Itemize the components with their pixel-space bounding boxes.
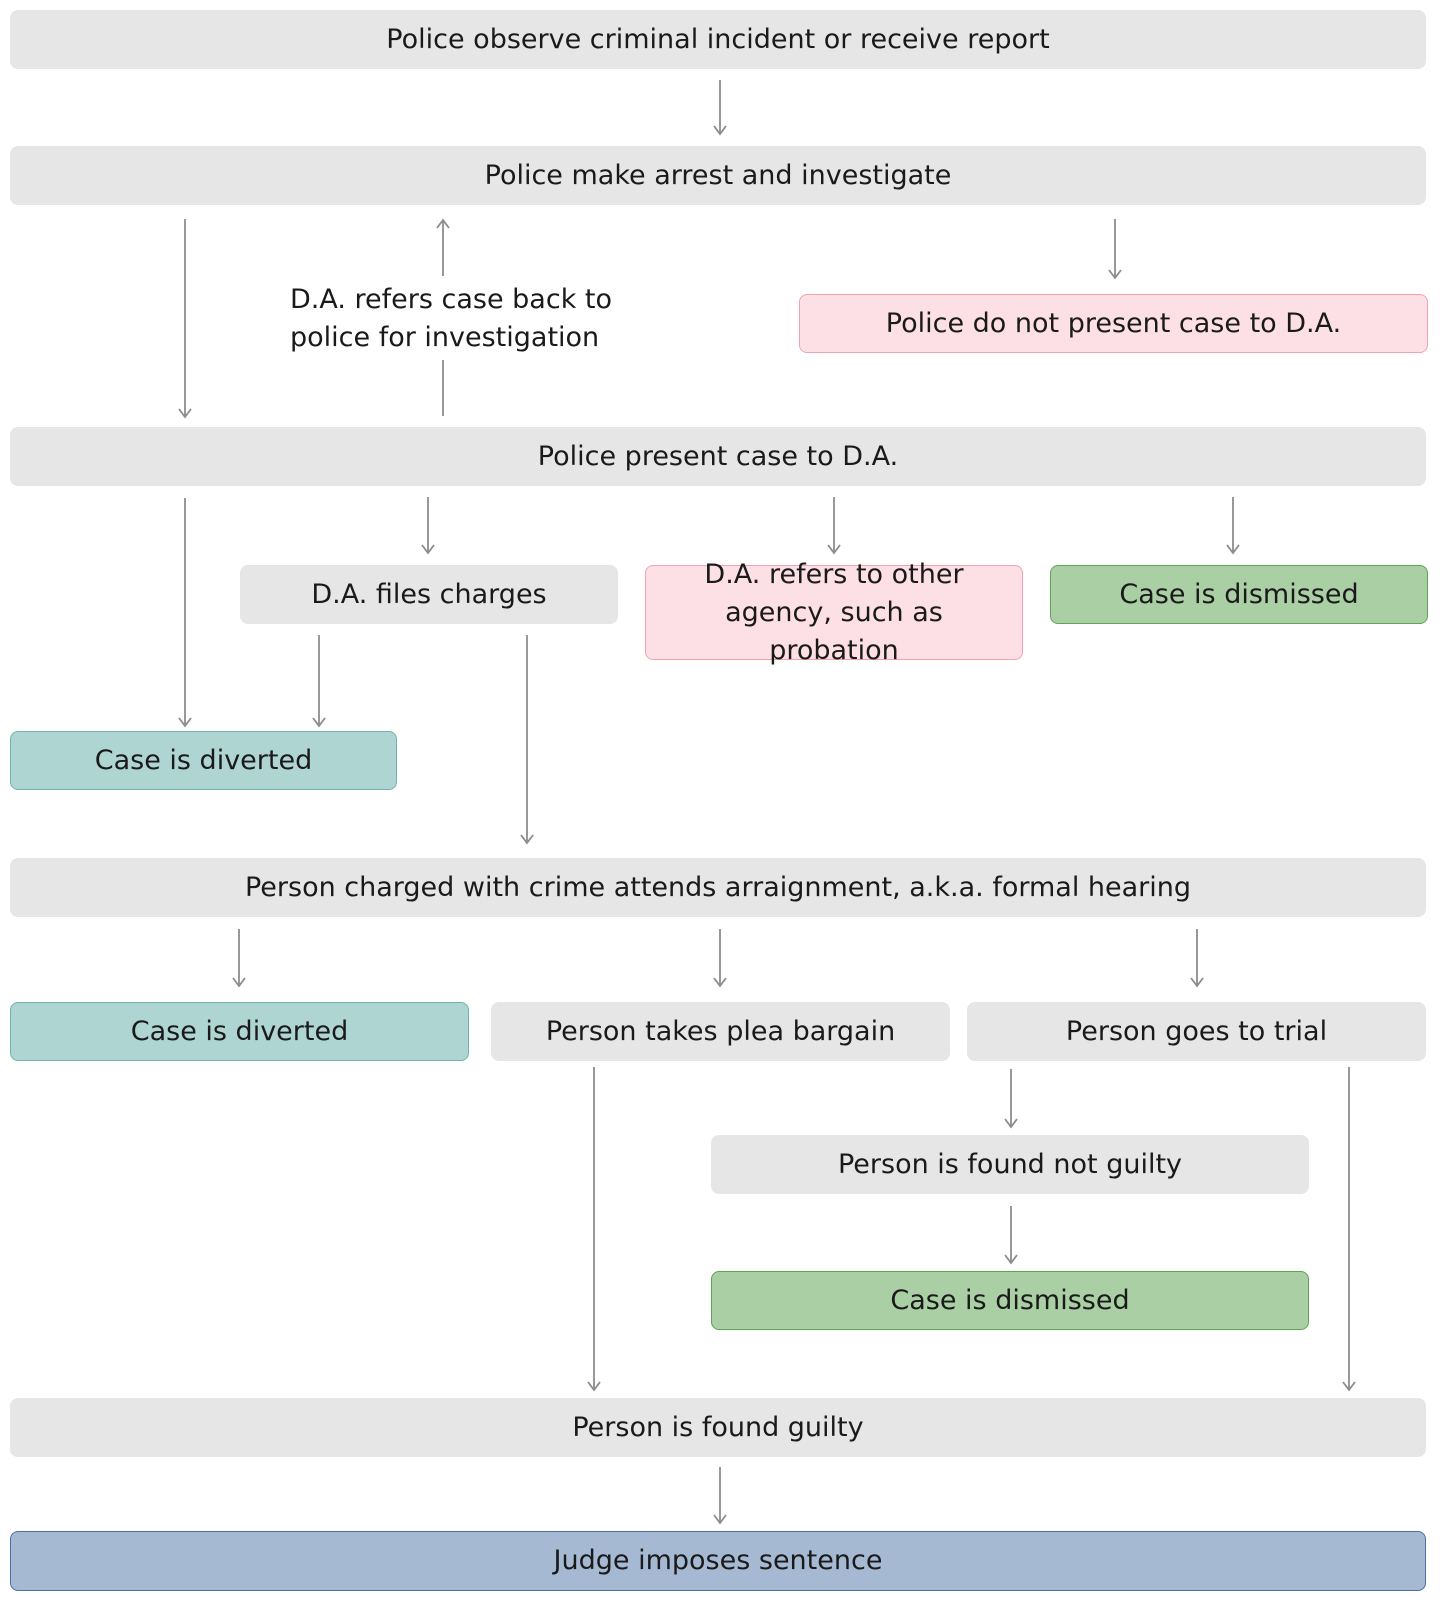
node-other-agency: D.A. refers to other agency, such as pro… <box>645 559 1023 666</box>
node-diverted-2: Case is diverted <box>10 1002 469 1061</box>
arrow-arrest-to-not-present <box>1108 219 1122 280</box>
arrow-files-charges-to-diverted <box>312 635 326 728</box>
node-refer-back: D.A. refers case back to police for inve… <box>290 284 613 353</box>
node-arrest: Police make arrest and investigate <box>10 146 1426 205</box>
node-dismissed-2: Case is dismissed <box>711 1271 1309 1330</box>
arrow-arraignment-to-trial <box>1190 929 1204 988</box>
node-files-charges: D.A. files charges <box>240 565 618 624</box>
arrow-present-to-diverted <box>178 498 192 728</box>
node-not-guilty: Person is found not guilty <box>711 1135 1309 1194</box>
node-plea: Person takes plea bargain <box>491 1002 950 1061</box>
arrow-refer-back-up <box>436 218 450 276</box>
node-arraignment: Person charged with crime attends arraig… <box>10 858 1426 917</box>
arrow-trial-to-not-guilty <box>1004 1069 1018 1129</box>
arrow-files-charges-to-arraignment <box>520 635 534 845</box>
arrow-present-to-dismissed <box>1226 497 1240 555</box>
arrow-plea-to-guilty <box>587 1067 601 1392</box>
node-not-present: Police do not present case to D.A. <box>799 294 1428 353</box>
arrow-present-to-files-charges <box>421 497 435 555</box>
node-present: Police present case to D.A. <box>10 427 1426 486</box>
node-observe: Police observe criminal incident or rece… <box>10 10 1426 69</box>
node-trial: Person goes to trial <box>967 1002 1426 1061</box>
arrow-present-to-other-agency <box>827 497 841 555</box>
arrow-arraignment-to-plea <box>713 929 727 988</box>
arrow-arraignment-to-diverted <box>232 929 246 988</box>
node-sentence: Judge imposes sentence <box>10 1531 1426 1591</box>
arrow-arrest-to-present <box>178 219 192 419</box>
arrow-trial-to-guilty <box>1342 1067 1356 1392</box>
arrow-not-guilty-to-dismissed <box>1004 1206 1018 1265</box>
node-guilty: Person is found guilty <box>10 1398 1426 1457</box>
arrow-guilty-to-sentence <box>713 1467 727 1525</box>
arrow-observe-to-arrest <box>713 80 727 136</box>
node-dismissed-1: Case is dismissed <box>1050 565 1428 624</box>
node-diverted-1: Case is diverted <box>10 731 397 790</box>
